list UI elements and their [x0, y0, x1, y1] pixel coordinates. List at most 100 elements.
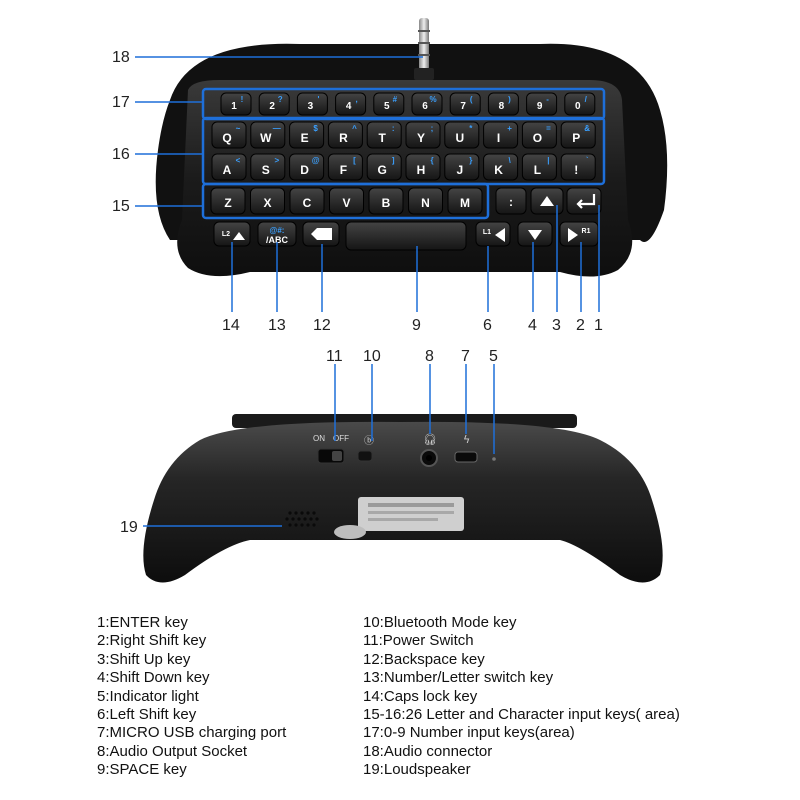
letter-key[interactable] [289, 121, 325, 149]
key-label: 1 [231, 101, 237, 112]
letter-key[interactable] [483, 121, 519, 149]
letter-key[interactable] [250, 187, 285, 215]
key-label: /ABC [266, 235, 288, 245]
micro-usb-port[interactable] [454, 451, 478, 463]
legend-item: 2:Right Shift key [97, 632, 286, 650]
letter-key[interactable] [560, 121, 596, 149]
letter-key[interactable] [366, 121, 402, 149]
letter-key[interactable] [408, 187, 443, 215]
letter-key[interactable] [444, 121, 480, 149]
key-label: P [572, 131, 580, 145]
legend-text: Number/Letter switch key [383, 669, 554, 687]
number-key[interactable] [220, 92, 252, 116]
legend-item: 3:Shift Up key [97, 651, 286, 669]
key-alt-label: ? [278, 95, 283, 104]
key-label: Y [417, 131, 425, 145]
callout-8: 8 [425, 348, 434, 365]
number-key[interactable] [449, 92, 481, 116]
legend-num: 14: [363, 687, 384, 705]
callout-1: 1 [594, 317, 603, 334]
legend-item: 7:MICRO USB charging port [97, 724, 286, 742]
key-label: J [456, 163, 463, 177]
headphone-icon: 🎧︎ [423, 433, 437, 446]
legend-right-column: 10:Bluetooth Mode key 11:Power Switch 12… [363, 614, 680, 780]
key-alt-label: ( [470, 95, 473, 104]
letter-key[interactable] [521, 153, 557, 181]
arrow-right-icon [568, 228, 578, 242]
colon-key[interactable] [495, 187, 527, 215]
key-alt-label: | [547, 156, 549, 165]
letter-key[interactable] [368, 187, 404, 215]
left-shift-key[interactable] [475, 221, 511, 247]
enter-key[interactable] [566, 187, 602, 215]
number-key[interactable] [564, 92, 596, 116]
key-label: W [260, 131, 272, 145]
key-label: D [300, 163, 309, 177]
number-key[interactable] [296, 92, 328, 116]
key-label: R [339, 131, 348, 145]
key-label: L [534, 163, 541, 177]
key-alt-label: ) [508, 95, 511, 104]
legend-num: 15-16: [363, 706, 406, 724]
key-label: B [382, 196, 391, 210]
legend-num: 11: [363, 632, 383, 650]
letter-key[interactable] [329, 187, 364, 215]
number-key[interactable] [373, 92, 405, 116]
letter-key[interactable] [327, 121, 363, 149]
callout-14: 14 [222, 317, 240, 334]
key-alt-label: > [274, 156, 279, 165]
letter-key[interactable] [210, 187, 246, 215]
key-alt-label: # [393, 95, 398, 104]
enter-icon [576, 194, 596, 209]
number-key[interactable] [258, 92, 290, 116]
legend-text: Power Switch [382, 632, 474, 650]
key-alt-label: ! [241, 95, 244, 104]
callout-5: 5 [489, 348, 498, 365]
callout-10: 10 [363, 348, 381, 365]
letter-key[interactable] [405, 153, 441, 181]
charge-icon: ϟ [463, 433, 470, 446]
callout-17: 17 [112, 94, 130, 111]
legend-num: 6: [97, 706, 110, 724]
legend-text: Caps lock key [383, 687, 478, 705]
space-key[interactable] [345, 221, 467, 251]
letter-key[interactable] [560, 153, 596, 181]
legend-item: 13:Number/Letter switch key [363, 669, 680, 687]
letter-key[interactable] [444, 153, 480, 181]
callouts-top [135, 56, 600, 312]
callout-7: 7 [461, 348, 470, 365]
letter-key[interactable] [289, 153, 325, 181]
number-key[interactable] [411, 92, 443, 116]
key-alt-label: ` [586, 156, 589, 165]
letter-key[interactable] [289, 187, 325, 215]
letter-key[interactable] [250, 153, 286, 181]
letter-key[interactable] [366, 153, 402, 181]
right-shift-key[interactable] [559, 221, 599, 247]
letter-key[interactable] [447, 187, 483, 215]
letter-key[interactable] [405, 121, 441, 149]
key-alt-label: } [469, 156, 472, 165]
switch-off-label: OFF [333, 434, 349, 443]
letter-key[interactable] [250, 121, 286, 149]
key-label: X [263, 196, 271, 210]
legend-item: 14:Caps lock key [363, 688, 680, 706]
bluetooth-mode-button[interactable] [357, 450, 373, 462]
number-key[interactable] [526, 92, 558, 116]
key-label: A [223, 163, 232, 177]
callout-11: 11 [326, 348, 343, 365]
number-key[interactable] [335, 92, 367, 116]
letter-key[interactable] [211, 121, 247, 149]
letter-key[interactable] [327, 153, 363, 181]
key-label: L1 [483, 229, 491, 236]
number-key[interactable] [487, 92, 519, 116]
key-label: 7 [460, 101, 466, 112]
legend-num: 13: [363, 669, 384, 687]
letter-key[interactable] [211, 153, 247, 181]
key-alt-label: % [429, 95, 436, 104]
key-alt-label: = [546, 124, 551, 133]
callout-13: 13 [268, 317, 286, 334]
letter-key[interactable] [521, 121, 557, 149]
legend-text: Indicator light [109, 687, 199, 705]
key-alt-label: — [273, 124, 281, 133]
letter-key[interactable] [483, 153, 519, 181]
